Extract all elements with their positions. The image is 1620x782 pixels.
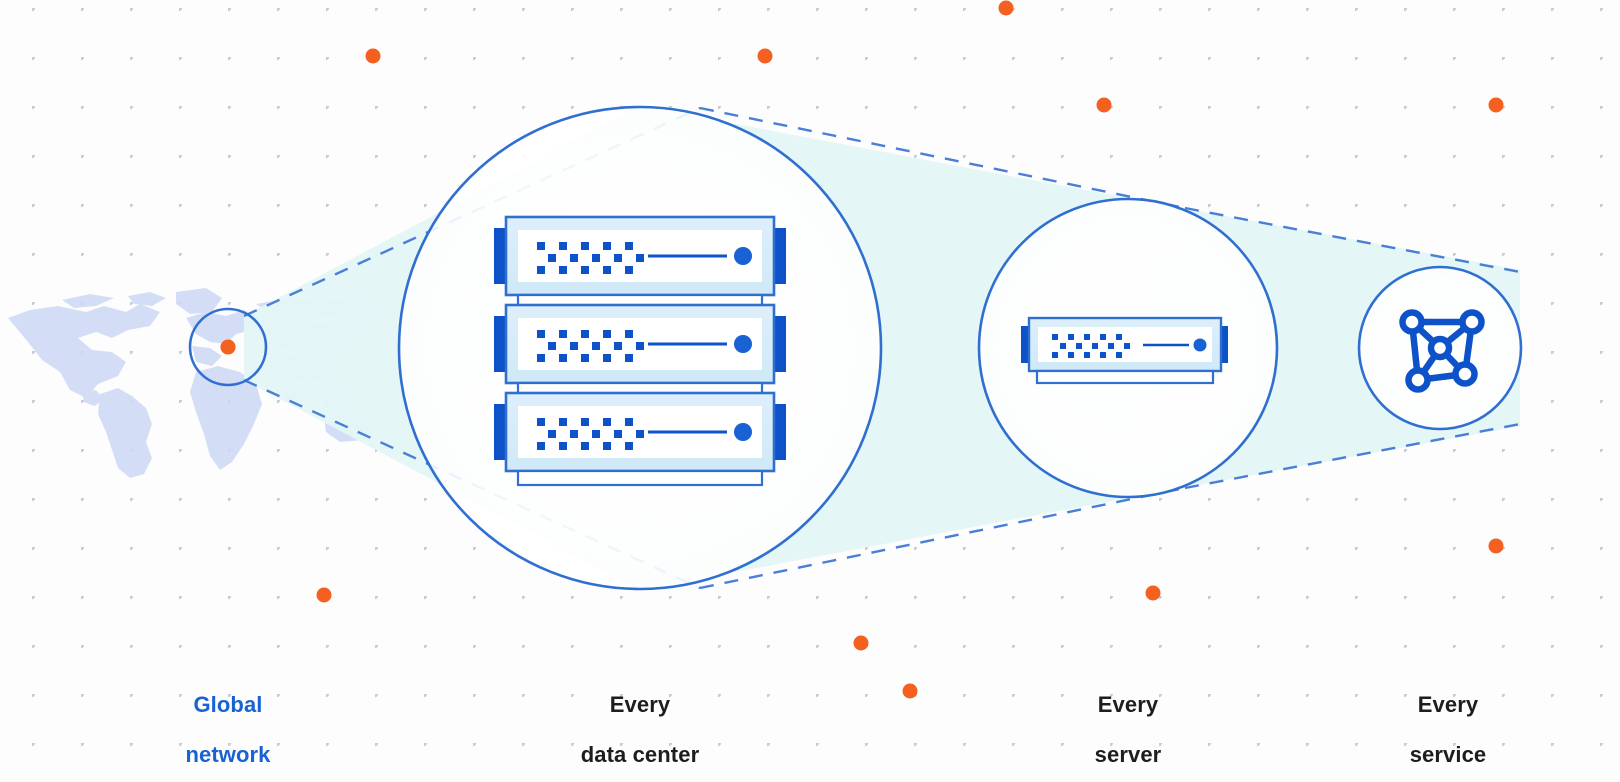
server-rack-icon — [494, 215, 786, 487]
node-every-server[interactable] — [977, 197, 1279, 499]
graph-node-top-right — [1459, 309, 1485, 335]
rack-unit-2 — [494, 303, 786, 397]
rack-unit-3 — [494, 391, 786, 487]
dash-datacenter-to-server-top — [699, 106, 1186, 210]
node-every-service[interactable] — [1357, 265, 1523, 431]
accent-dot — [1096, 97, 1112, 113]
label-global-network[interactable]: Global network — [128, 668, 328, 782]
graph-node-top-left — [1399, 309, 1425, 335]
data-center-circle — [397, 105, 883, 591]
label-every-data-center-line2: data center — [580, 741, 700, 767]
node-every-data-center[interactable] — [397, 105, 883, 591]
accent-dot — [1488, 538, 1504, 554]
server-circle — [977, 197, 1279, 499]
label-every-service-line2: service — [1409, 741, 1487, 767]
global-network-marker-dot — [220, 339, 236, 355]
graph-node-bottom-right — [1452, 361, 1478, 387]
label-every-data-center-line1: Every — [609, 691, 671, 717]
dash-server-to-service-top — [1184, 206, 1521, 274]
rack-unit-1 — [494, 215, 786, 309]
accent-dot — [902, 683, 918, 699]
network-graph-icon — [1399, 309, 1485, 393]
graph-node-center — [1427, 335, 1453, 361]
status-led-2 — [734, 335, 752, 353]
label-every-service-line1: Every — [1417, 691, 1479, 717]
accent-dot — [1145, 585, 1161, 601]
accent-dot — [998, 0, 1014, 16]
label-every-server-line1: Every — [1097, 691, 1159, 717]
label-every-data-center[interactable]: Every data center — [520, 668, 760, 782]
label-every-service[interactable]: Every service — [1348, 668, 1548, 782]
vent-dots-3 — [537, 418, 644, 450]
accent-dot — [853, 635, 869, 651]
vent-dots-server — [1052, 334, 1130, 358]
accent-dot — [365, 48, 381, 64]
dash-datacenter-to-server-bottom — [699, 486, 1186, 590]
status-led-1 — [734, 247, 752, 265]
node-global-network[interactable] — [188, 307, 268, 387]
accent-dot — [757, 48, 773, 64]
single-server-icon — [1021, 316, 1228, 385]
global-network-circle — [188, 307, 268, 387]
accent-dot — [1488, 97, 1504, 113]
accent-dot-group — [220, 0, 1504, 699]
status-led-3 — [734, 423, 752, 441]
label-every-server[interactable]: Every server — [1028, 668, 1228, 782]
status-led-server — [1193, 338, 1207, 352]
label-global-network-line1: Global — [193, 691, 263, 717]
vent-dots-1 — [537, 242, 644, 274]
vent-dots-2 — [537, 330, 644, 362]
accent-dot — [316, 587, 332, 603]
dash-server-to-service-bottom — [1184, 422, 1521, 490]
label-global-network-line2: network — [185, 741, 271, 767]
service-circle — [1357, 265, 1523, 431]
label-every-server-line2: server — [1094, 741, 1162, 767]
graph-node-bottom-left — [1405, 367, 1431, 393]
